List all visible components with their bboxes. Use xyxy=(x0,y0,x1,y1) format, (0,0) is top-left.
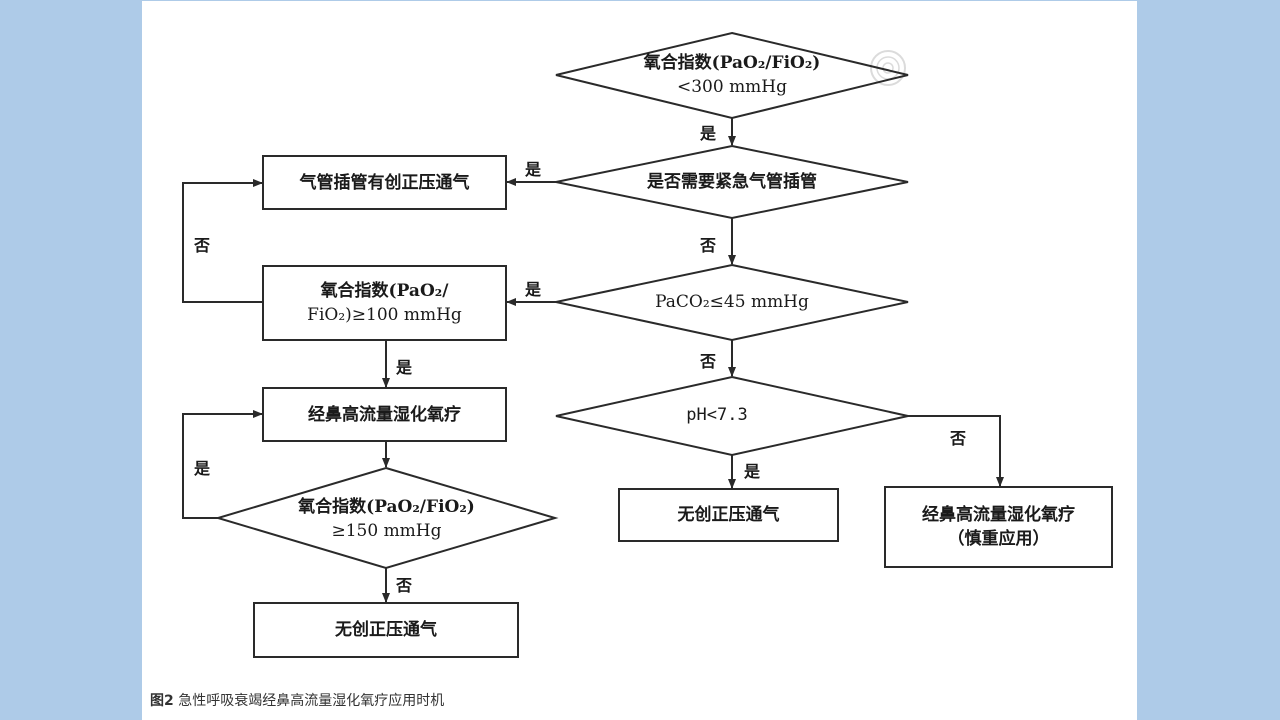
process-boxC-text: 经鼻高流量湿化氧疗 xyxy=(263,388,506,441)
process-boxF-text: 经鼻高流量湿化氧疗 （慎重应用） xyxy=(885,487,1112,567)
process-boxE-shape xyxy=(618,488,839,542)
edge-label-d3-boxB: 是 xyxy=(525,280,542,299)
process-boxF-line2: （慎重应用） xyxy=(947,529,1050,549)
figure-caption: 图2 急性呼吸衰竭经鼻高流量湿化氧疗应用时机 xyxy=(150,690,444,710)
decision-d1-line1: 氧合指数(PaO₂/FiO₂) xyxy=(643,53,821,73)
figure-title: 急性呼吸衰竭经鼻高流量湿化氧疗应用时机 xyxy=(178,693,445,709)
edge-label-d2-boxA: 是 xyxy=(525,160,542,179)
decision-d5-text: 氧合指数(PaO₂/FiO₂) ≥150 mmHg xyxy=(218,484,555,554)
process-boxA-line1: 气管插管有创正压通气 xyxy=(299,172,470,193)
process-boxD-shape xyxy=(253,602,519,658)
process-boxF-shape xyxy=(884,486,1113,568)
decision-d5-line1: 氧合指数(PaO₂/FiO₂) xyxy=(298,497,475,517)
process-boxC-shape xyxy=(262,387,507,442)
decision-d2-text: 是否需要紧急气管插管 xyxy=(556,166,908,198)
process-boxD-text: 无创正压通气 xyxy=(254,603,518,657)
process-boxB-line2: FiO₂)≥100 mmHg xyxy=(307,305,462,325)
edge-d4-boxF xyxy=(908,415,1004,487)
edge-label-d1-d2: 是 xyxy=(700,124,717,143)
edge-d5-boxC xyxy=(182,410,263,519)
process-boxD-line1: 无创正压通气 xyxy=(335,620,437,640)
edge-label-d2-d3: 否 xyxy=(700,236,717,255)
process-boxB-line1: 氧合指数(PaO₂/ xyxy=(320,281,449,301)
process-boxF-line1: 经鼻高流量湿化氧疗 xyxy=(922,505,1075,525)
figure-panel xyxy=(142,1,1137,720)
edge-label-d3-d4: 否 xyxy=(700,352,717,371)
process-boxE-line1: 无创正压通气 xyxy=(677,505,780,525)
edge-label-boxB-boxA: 否 xyxy=(194,236,211,255)
process-boxE-text: 无创正压通气 xyxy=(619,489,838,541)
process-boxC-line1: 经鼻高流量湿化氧疗 xyxy=(308,404,461,425)
edge-boxB-boxA xyxy=(182,179,263,303)
edge-label-d5-boxD: 否 xyxy=(396,576,413,595)
decision-d4-line1: pH<7.3 xyxy=(686,405,748,425)
decision-d1-text: 氧合指数(PaO₂/FiO₂) <300 mmHg xyxy=(556,40,908,110)
decision-d5-line2: ≥150 mmHg xyxy=(331,521,442,541)
edge-label-d4-boxF: 否 xyxy=(950,429,967,448)
decision-d1-line2: <300 mmHg xyxy=(676,77,788,97)
decision-d4-text: pH<7.3 xyxy=(556,399,908,431)
decision-d3-line1: PaCO₂≤45 mmHg xyxy=(655,292,809,312)
process-boxB-text: 氧合指数(PaO₂/ FiO₂)≥100 mmHg xyxy=(263,266,506,340)
process-boxA-text: 气管插管有创正压通气 xyxy=(263,156,506,209)
edge-label-boxB-boxC: 是 xyxy=(396,358,413,377)
decision-d3-text: PaCO₂≤45 mmHg xyxy=(556,286,908,318)
figure-number: 图2 xyxy=(150,693,174,709)
edge-label-d5-boxC: 是 xyxy=(194,459,211,478)
decision-d2-line1: 是否需要紧急气管插管 xyxy=(647,172,817,192)
edge-label-d4-boxE: 是 xyxy=(744,462,761,481)
